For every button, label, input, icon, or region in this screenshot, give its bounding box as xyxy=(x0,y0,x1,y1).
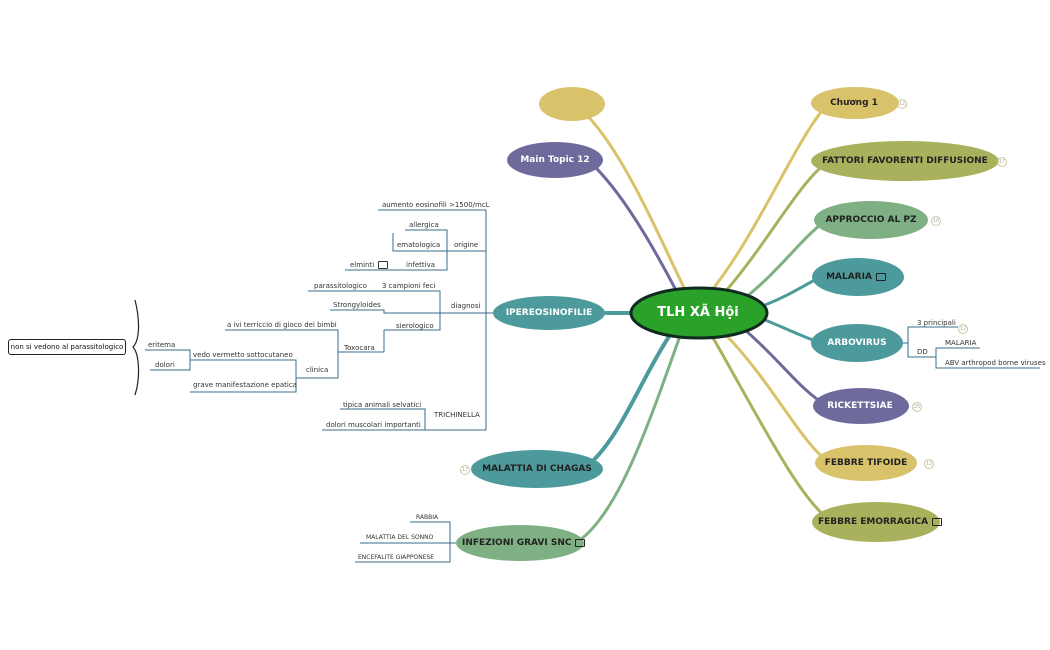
note-icon[interactable] xyxy=(875,272,886,281)
topic-infezioni-snc[interactable]: INFEZIONI GRAVI SNC xyxy=(462,537,586,549)
topic-label: FEBBRE EMORRAGICA xyxy=(818,517,929,527)
sub-infettiva[interactable]: infettiva xyxy=(406,261,436,269)
topic-count-badge: 12 xyxy=(897,99,907,109)
topic-rickettsiae[interactable]: RICKETTSIAE xyxy=(827,401,893,411)
topic-label: INFEZIONI GRAVI SNC xyxy=(462,538,572,548)
sub-vermetto[interactable]: vedo vermetto sottocutaneo xyxy=(193,351,293,359)
sub-clinica[interactable]: clinica xyxy=(306,366,329,374)
sub-malattia-sonno[interactable]: MALATTIA DEL SONNO xyxy=(366,534,434,541)
sub-eritema[interactable]: eritema xyxy=(148,341,176,349)
arbovirus-dd[interactable]: DD xyxy=(917,348,928,356)
topic-shapes xyxy=(456,87,999,561)
central-topic[interactable]: TLH XÃ Hội xyxy=(657,305,739,320)
note-icon[interactable] xyxy=(575,538,586,547)
sub-allergica[interactable]: allergica xyxy=(409,221,439,229)
topic-count-badge: 17 xyxy=(460,465,470,475)
sub-elminti[interactable]: elminti xyxy=(350,261,389,270)
sub-ematologica[interactable]: ematologica xyxy=(397,241,441,249)
topic-count-badge: 12 xyxy=(958,324,968,334)
sub-toxocara[interactable]: Toxocara xyxy=(344,344,375,352)
topic-malattia-chagas[interactable]: MALATTIA DI CHAGAS xyxy=(482,464,592,474)
sub-origine[interactable]: origine xyxy=(454,241,479,249)
sub-encefalite[interactable]: ENCEFALITE GIAPPONESE xyxy=(358,554,435,561)
topic-malaria[interactable]: MALARIA xyxy=(818,271,894,283)
callout-parassitologico[interactable]: non si vedono al parassitologico xyxy=(8,339,126,355)
sub-ivi-terriccio[interactable]: a ivi terriccio di gioco dei bimbi xyxy=(227,321,337,329)
sub-3-campioni-feci[interactable]: 3 campioni feci xyxy=(382,282,436,290)
sub-trichinella[interactable]: TRICHINELLA xyxy=(434,411,480,419)
sub-rabbia[interactable]: RABBIA xyxy=(416,514,439,521)
arbovirus-lines xyxy=(903,326,1040,369)
topic-ipereosinofilie[interactable]: IPEREOSINOFILIE xyxy=(505,308,593,318)
dd-malaria[interactable]: MALARIA xyxy=(945,339,977,347)
topic-fattori-favorenti[interactable]: FATTORI FAVORENTI DIFFUSIONE xyxy=(822,156,988,166)
sub-aumento-eosinofili[interactable]: aumento eosinofili >1500/mcL xyxy=(382,201,490,209)
topic-count-badge: 12 xyxy=(924,459,934,469)
topic-count-badge: 25 xyxy=(912,402,922,412)
topic-febbre-emorragica[interactable]: FEBBRE EMORRAGICA xyxy=(818,516,943,528)
arbovirus-3-principali[interactable]: 3 principali xyxy=(917,319,956,327)
topic-febbre-tifoide[interactable]: FEBBRE TIFOIDE xyxy=(824,458,908,468)
topic-main-12[interactable]: Main Topic 12 xyxy=(520,155,590,165)
dd-abv[interactable]: ABV arthropod borne viruses xyxy=(945,359,1046,367)
note-icon[interactable] xyxy=(932,517,943,526)
topic-chuong-1[interactable]: Chương 1 xyxy=(830,98,878,108)
sub-grave-epatica[interactable]: grave manifestazione epatica xyxy=(193,381,297,389)
note-icon[interactable] xyxy=(378,261,389,269)
sub-dolori[interactable]: dolori xyxy=(155,361,175,369)
sub-label: elminti xyxy=(350,261,375,269)
sub-sierologico[interactable]: sierologico xyxy=(396,322,434,330)
sub-diagnosi[interactable]: diagnosi xyxy=(451,302,481,310)
topic-approccio-pz[interactable]: APPROCCIO AL PZ xyxy=(825,215,917,225)
topic-count-badge: 17 xyxy=(997,157,1007,167)
snc-lines xyxy=(355,521,456,563)
sub-dolori-muscolari[interactable]: dolori muscolari importanti xyxy=(326,421,421,429)
topic-arbovirus[interactable]: ARBOVIRUS xyxy=(827,338,887,348)
sub-parassitologico[interactable]: parassitologico xyxy=(314,282,367,290)
topic-label: MALARIA xyxy=(826,272,872,282)
sub-strongyloides[interactable]: Strongyloides xyxy=(333,301,381,309)
branch-lines xyxy=(573,100,832,542)
ipereo-lines xyxy=(132,209,493,431)
sub-tipica-animali[interactable]: tipica animali selvatici xyxy=(343,401,422,409)
topic-count-badge: 16 xyxy=(931,216,941,226)
